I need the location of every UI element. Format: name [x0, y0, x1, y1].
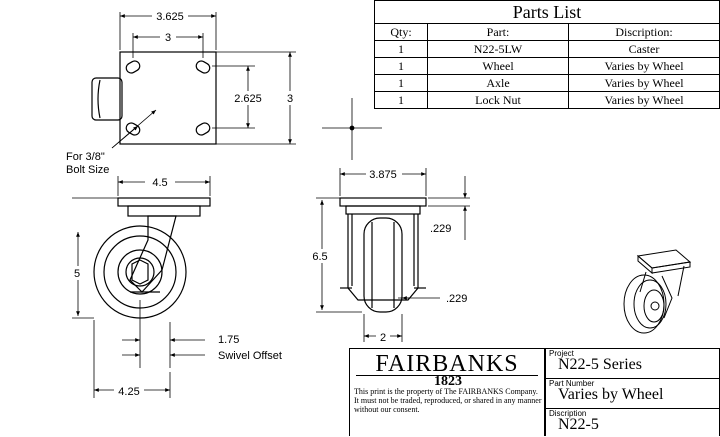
- table-row: 1 Lock Nut Varies by Wheel: [374, 91, 720, 109]
- bolt-note-line1: For 3/8": [66, 151, 105, 163]
- header-description: Discription:: [568, 23, 720, 41]
- dim-swivel-offset-value: 1.75: [218, 334, 239, 346]
- company-year: 1823: [434, 374, 462, 389]
- table-row: 1 N22-5LW Caster: [374, 40, 720, 58]
- dim-front-height: 6.5: [312, 251, 327, 263]
- row-description: Varies by Wheel: [568, 91, 720, 109]
- row-description: Caster: [568, 40, 720, 58]
- dim-side-base-width: 4.25: [118, 386, 139, 398]
- description-label: Discription: [549, 409, 587, 418]
- title-block-fields: Project N22-5 Series Part Number Varies …: [545, 348, 720, 436]
- isometric-view: [623, 249, 692, 334]
- dim-front-plate-width: 3.875: [369, 169, 397, 181]
- dim-top-width-holes: 3: [165, 32, 171, 44]
- header-part: Part:: [427, 23, 569, 41]
- row-qty: 1: [374, 57, 428, 75]
- dim-top-height-overall: 3: [287, 93, 293, 105]
- row-qty: 1: [374, 40, 428, 58]
- bolt-note-line2: Bolt Size: [66, 164, 109, 176]
- top-view: [91, 51, 217, 145]
- parts-list-header-row: Qty: Part: Discription:: [374, 23, 720, 41]
- row-description: Varies by Wheel: [568, 57, 720, 75]
- front-view: [339, 197, 427, 313]
- row-qty: 1: [374, 91, 428, 109]
- parts-list-table: Parts List Qty: Part: Discription: 1 N22…: [374, 0, 720, 109]
- dim-front-plate-thickness: .229: [430, 223, 451, 235]
- project-field: Project N22-5 Series: [546, 349, 720, 379]
- parts-list-title: Parts List: [374, 0, 720, 24]
- dim-front-wheel-offset: .229: [446, 293, 467, 305]
- dim-side-height: 5: [74, 268, 80, 280]
- side-view: [93, 197, 211, 319]
- row-part: Lock Nut: [427, 91, 569, 109]
- row-part: Axle: [427, 74, 569, 92]
- dim-front-wheel-width: 2: [380, 332, 386, 344]
- title-block-company: FAIRBANKS 1823 This print is the propert…: [349, 348, 545, 436]
- project-value: N22-5 Series: [558, 356, 642, 373]
- table-row: 1 Axle Varies by Wheel: [374, 74, 720, 92]
- part-number-field: Part Number Varies by Wheel: [546, 379, 720, 409]
- logo-divider: [356, 375, 538, 376]
- front-view-dimensions: [316, 168, 470, 342]
- property-notice: This print is the property of The FAIRBA…: [354, 387, 542, 414]
- dim-top-width-overall: 3.625: [156, 11, 184, 23]
- center-mark: [322, 98, 382, 160]
- dim-top-height-holes: 2.625: [234, 93, 262, 105]
- header-qty: Qty:: [374, 23, 428, 41]
- row-part: Wheel: [427, 57, 569, 75]
- side-view-dimensions: [72, 176, 211, 398]
- dim-swivel-offset-label: Swivel Offset: [218, 350, 282, 362]
- part-number-label: Part Number: [549, 379, 595, 388]
- description-value: N22-5: [558, 416, 599, 433]
- dim-side-plate-width: 4.5: [152, 177, 167, 189]
- row-part: N22-5LW: [427, 40, 569, 58]
- table-row: 1 Wheel Varies by Wheel: [374, 57, 720, 75]
- part-number-value: Varies by Wheel: [558, 386, 664, 403]
- company-logo: FAIRBANKS: [375, 351, 519, 377]
- row-description: Varies by Wheel: [568, 74, 720, 92]
- description-field: Discription N22-5: [546, 409, 720, 437]
- project-label: Project: [549, 349, 574, 358]
- row-qty: 1: [374, 74, 428, 92]
